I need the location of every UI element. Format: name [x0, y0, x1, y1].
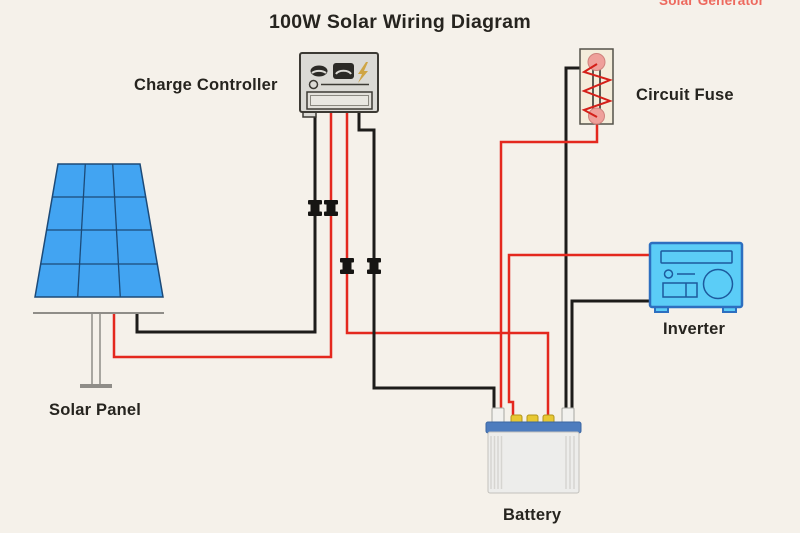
lightning-bolt-icon — [358, 62, 368, 83]
label-battery: Battery — [503, 506, 562, 524]
mc4-connector-icon — [367, 258, 381, 274]
circuit-fuse-graphic — [579, 48, 614, 125]
wire-inverter-positive — [507, 253, 651, 417]
label-charge-controller: Charge Controller — [134, 76, 278, 94]
solar-panel-graphic — [34, 163, 164, 298]
brand-watermark: Solar Generator — [659, 0, 765, 8]
mc4-connector-icon — [308, 200, 322, 216]
inverter-fan-icon — [702, 268, 734, 300]
inverter-graphic — [648, 241, 744, 313]
mc4-connector-icon — [340, 258, 354, 274]
battery-graphic — [485, 407, 582, 494]
charge-controller-graphic — [299, 52, 379, 118]
mc4-connector-icon — [324, 200, 338, 216]
label-inverter: Inverter — [663, 320, 726, 338]
wire-solar-negative — [135, 112, 317, 334]
solar-panel-stand — [33, 312, 164, 388]
gauge-icon — [310, 65, 328, 77]
diagram-title: 100W Solar Wiring Diagram — [269, 11, 531, 33]
gauge-icon — [333, 63, 354, 79]
wire-inverter-negative — [570, 299, 651, 412]
wire-fuse-to-battery — [499, 123, 599, 412]
fuse-coil-icon — [581, 63, 613, 118]
label-circuit-fuse: Circuit Fuse — [636, 86, 734, 104]
label-solar-panel: Solar Panel — [49, 401, 142, 419]
wire-controller-to-battery-positive — [345, 112, 550, 416]
wire-solar-positive — [112, 112, 333, 359]
wires — [112, 66, 651, 417]
wire-fuse-feed — [564, 66, 580, 412]
